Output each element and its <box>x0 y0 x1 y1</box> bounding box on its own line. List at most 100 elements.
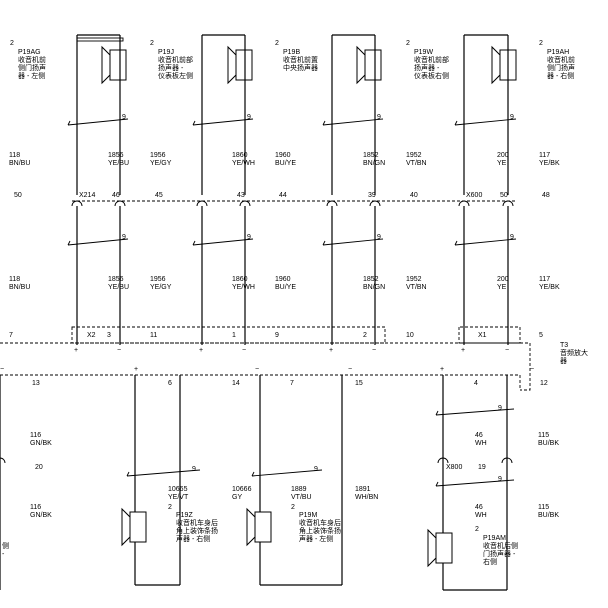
svg-text:VT/BN: VT/BN <box>406 284 427 291</box>
svg-text:YE/WH: YE/WH <box>232 160 255 167</box>
svg-text:P19AM: P19AM <box>483 535 506 542</box>
svg-text:9: 9 <box>498 476 502 483</box>
svg-text:2: 2 <box>150 40 154 47</box>
svg-text:收音机车身后: 收音机车身后 <box>176 518 218 527</box>
bottom-component-labels: 2 P19Z 收音机车身后 角上装饰条扬 声器 - 右侧 2 P19M 收音机车… <box>168 504 518 566</box>
lower-wire-labels: 116 GN/BK 46 WH 115 BU/BK 10665 YE/VT 10… <box>30 432 559 519</box>
svg-text:P19B: P19B <box>283 49 300 56</box>
svg-text:+: + <box>134 366 138 373</box>
left-edge-label: 侧 - <box>2 541 9 558</box>
svg-text:GN/BK: GN/BK <box>30 440 52 447</box>
speaker-icon <box>491 45 517 85</box>
x214-connector: 50 X214 46 45 43 44 39 40 <box>14 192 515 207</box>
svg-text:7: 7 <box>9 332 13 339</box>
polarity-marks: + − + − + − + − − + − − + − <box>0 347 534 373</box>
svg-text:YE/BU: YE/BU <box>108 284 129 291</box>
twist-markers-low: 9 9 9 9 <box>126 405 515 487</box>
svg-text:收音机前部: 收音机前部 <box>158 55 193 64</box>
svg-text:9: 9 <box>192 466 196 473</box>
svg-text:−: − <box>348 366 352 373</box>
svg-text:15: 15 <box>355 380 363 387</box>
amp-connector-bottom: 13 6 14 7 15 4 12 <box>32 380 548 387</box>
svg-text:50: 50 <box>14 192 22 199</box>
svg-text:45: 45 <box>155 192 163 199</box>
svg-text:X600: X600 <box>466 192 482 199</box>
svg-text:P19W: P19W <box>414 49 433 56</box>
svg-text:P19J: P19J <box>158 49 174 56</box>
svg-text:116: 116 <box>30 432 41 439</box>
svg-text:+: + <box>461 347 465 354</box>
svg-text:+: + <box>74 347 78 354</box>
upper-wire-labels-1: 118 BN/BU 1856 YE/BU 1956 YE/GY 1860 YE/… <box>9 152 560 167</box>
svg-text:X2: X2 <box>87 332 96 339</box>
speaker-icon <box>121 507 147 547</box>
svg-text:10666: 10666 <box>232 486 252 493</box>
svg-text:门扬声器 -: 门扬声器 - <box>483 549 516 558</box>
svg-text:-: - <box>2 551 5 558</box>
svg-text:P19Z: P19Z <box>176 512 193 519</box>
svg-text:VT/BN: VT/BN <box>406 160 427 167</box>
svg-text:−: − <box>255 366 259 373</box>
svg-text:收音机车身后: 收音机车身后 <box>299 518 341 527</box>
svg-text:WH: WH <box>475 512 487 519</box>
svg-text:器 - 左侧: 器 - 左侧 <box>18 71 45 80</box>
svg-text:2: 2 <box>10 40 14 47</box>
svg-text:1891: 1891 <box>355 486 371 493</box>
svg-text:+: + <box>199 347 203 354</box>
twist-markers-top: 9 9 9 9 <box>67 114 517 126</box>
svg-text:1952: 1952 <box>406 276 422 283</box>
svg-text:器 - 右侧: 器 - 右侧 <box>547 71 574 80</box>
svg-text:BN/GN: BN/GN <box>363 160 385 167</box>
amp-connector-top: 7 X2 3 11 1 9 2 10 X1 5 <box>9 326 543 344</box>
svg-text:X800: X800 <box>446 464 462 471</box>
svg-text:9: 9 <box>498 405 502 412</box>
svg-text:44: 44 <box>279 192 287 199</box>
speaker-icon <box>227 45 253 85</box>
svg-text:BN/BU: BN/BU <box>9 284 30 291</box>
svg-text:1: 1 <box>232 332 236 339</box>
svg-text:2: 2 <box>363 332 367 339</box>
svg-text:−: − <box>505 347 509 354</box>
svg-text:+: + <box>440 366 444 373</box>
svg-text:200: 200 <box>497 152 509 159</box>
svg-text:YE: YE <box>497 160 507 167</box>
middle-wires <box>76 206 509 345</box>
svg-text:40: 40 <box>410 192 418 199</box>
top-wires <box>76 34 509 195</box>
svg-text:GN/BK: GN/BK <box>30 512 52 519</box>
svg-text:YE/GY: YE/GY <box>150 284 172 291</box>
svg-text:2: 2 <box>406 40 410 47</box>
svg-text:角上装饰条扬: 角上装饰条扬 <box>299 526 341 535</box>
svg-text:2: 2 <box>291 504 295 511</box>
svg-text:20: 20 <box>35 464 43 471</box>
twist-pin: 9 <box>377 114 381 121</box>
svg-text:−: − <box>372 347 376 354</box>
svg-text:115: 115 <box>538 432 549 439</box>
svg-text:WH: WH <box>475 440 487 447</box>
svg-text:46: 46 <box>112 192 120 199</box>
svg-text:1860: 1860 <box>232 276 248 283</box>
twist-pin: 9 <box>122 114 126 121</box>
svg-text:VT/BU: VT/BU <box>291 494 312 501</box>
svg-text:侧: 侧 <box>2 541 9 550</box>
svg-text:50: 50 <box>500 192 508 199</box>
svg-text:1952: 1952 <box>406 152 422 159</box>
svg-text:仪表板右侧: 仪表板右侧 <box>414 71 449 80</box>
svg-text:−: − <box>117 347 121 354</box>
svg-text:1852: 1852 <box>363 276 379 283</box>
lower-wires <box>0 375 508 591</box>
speaker-icon <box>246 507 272 547</box>
svg-text:侧门扬声: 侧门扬声 <box>18 63 46 72</box>
svg-text:YE/VT: YE/VT <box>168 494 189 501</box>
svg-text:1889: 1889 <box>291 486 307 493</box>
svg-text:3: 3 <box>107 332 111 339</box>
svg-text:12: 12 <box>540 380 548 387</box>
svg-text:118: 118 <box>9 152 20 159</box>
upper-wire-labels-2: 118 BN/BU 1856 YE/BU 1956 YE/GY 1860 YE/… <box>9 276 560 291</box>
svg-text:1852: 1852 <box>363 152 379 159</box>
svg-text:14: 14 <box>232 380 240 387</box>
svg-text:YE/GY: YE/GY <box>150 160 172 167</box>
svg-text:WH/BN: WH/BN <box>355 494 378 501</box>
svg-text:收音机前: 收音机前 <box>18 55 46 64</box>
svg-text:9: 9 <box>247 234 251 241</box>
